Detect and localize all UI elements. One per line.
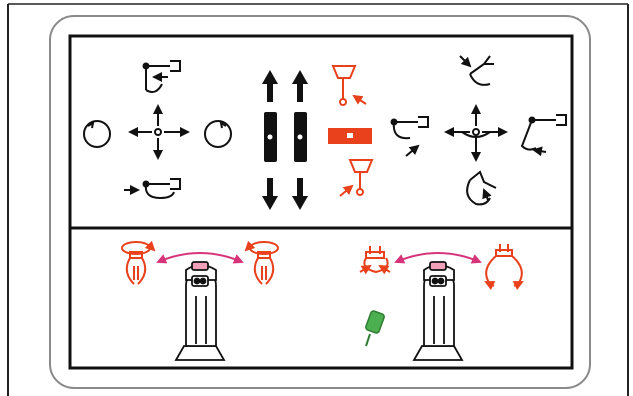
track-right-reverse-icon [292,178,308,210]
swing-right-circle-icon [204,120,232,148]
grapple-open-icon [484,244,524,291]
grapple-rotate-left-icon [121,240,156,285]
blade-raise-icon [331,65,367,106]
swing-left-circle-icon [83,120,111,148]
center-control-pattern [262,65,374,210]
left-top-button [191,261,209,271]
lower-panel [68,226,574,370]
arm-out-icon [459,55,494,86]
grapple-rotate-right-icon [244,240,279,285]
grapple-close-icon [359,246,391,275]
track-right-forward-icon [292,70,308,102]
bucket-dump-icon [520,114,567,157]
right-top-button [429,261,447,271]
track-left-reverse-icon [262,178,278,210]
blade-lower-icon [339,159,374,197]
thumb-button-icon [365,310,385,347]
joystick-icon [412,261,464,361]
right-joystick-swing-arrow [394,252,482,264]
right-control-pattern [390,55,567,206]
arm-in-icon [466,170,497,206]
boom-lower-icon [124,178,181,200]
joystick-icon [174,261,226,361]
right-joystick-group [359,244,524,361]
boom-raise-icon [142,60,181,93]
left-control-pattern [83,60,232,200]
left-joystick-group [121,240,279,361]
track-left-forward-icon [262,70,278,102]
left-pivot-dot [154,128,162,136]
decal-frame [49,15,591,389]
left-joystick-swing-arrow [156,252,244,264]
bucket-curl-icon [390,116,429,157]
